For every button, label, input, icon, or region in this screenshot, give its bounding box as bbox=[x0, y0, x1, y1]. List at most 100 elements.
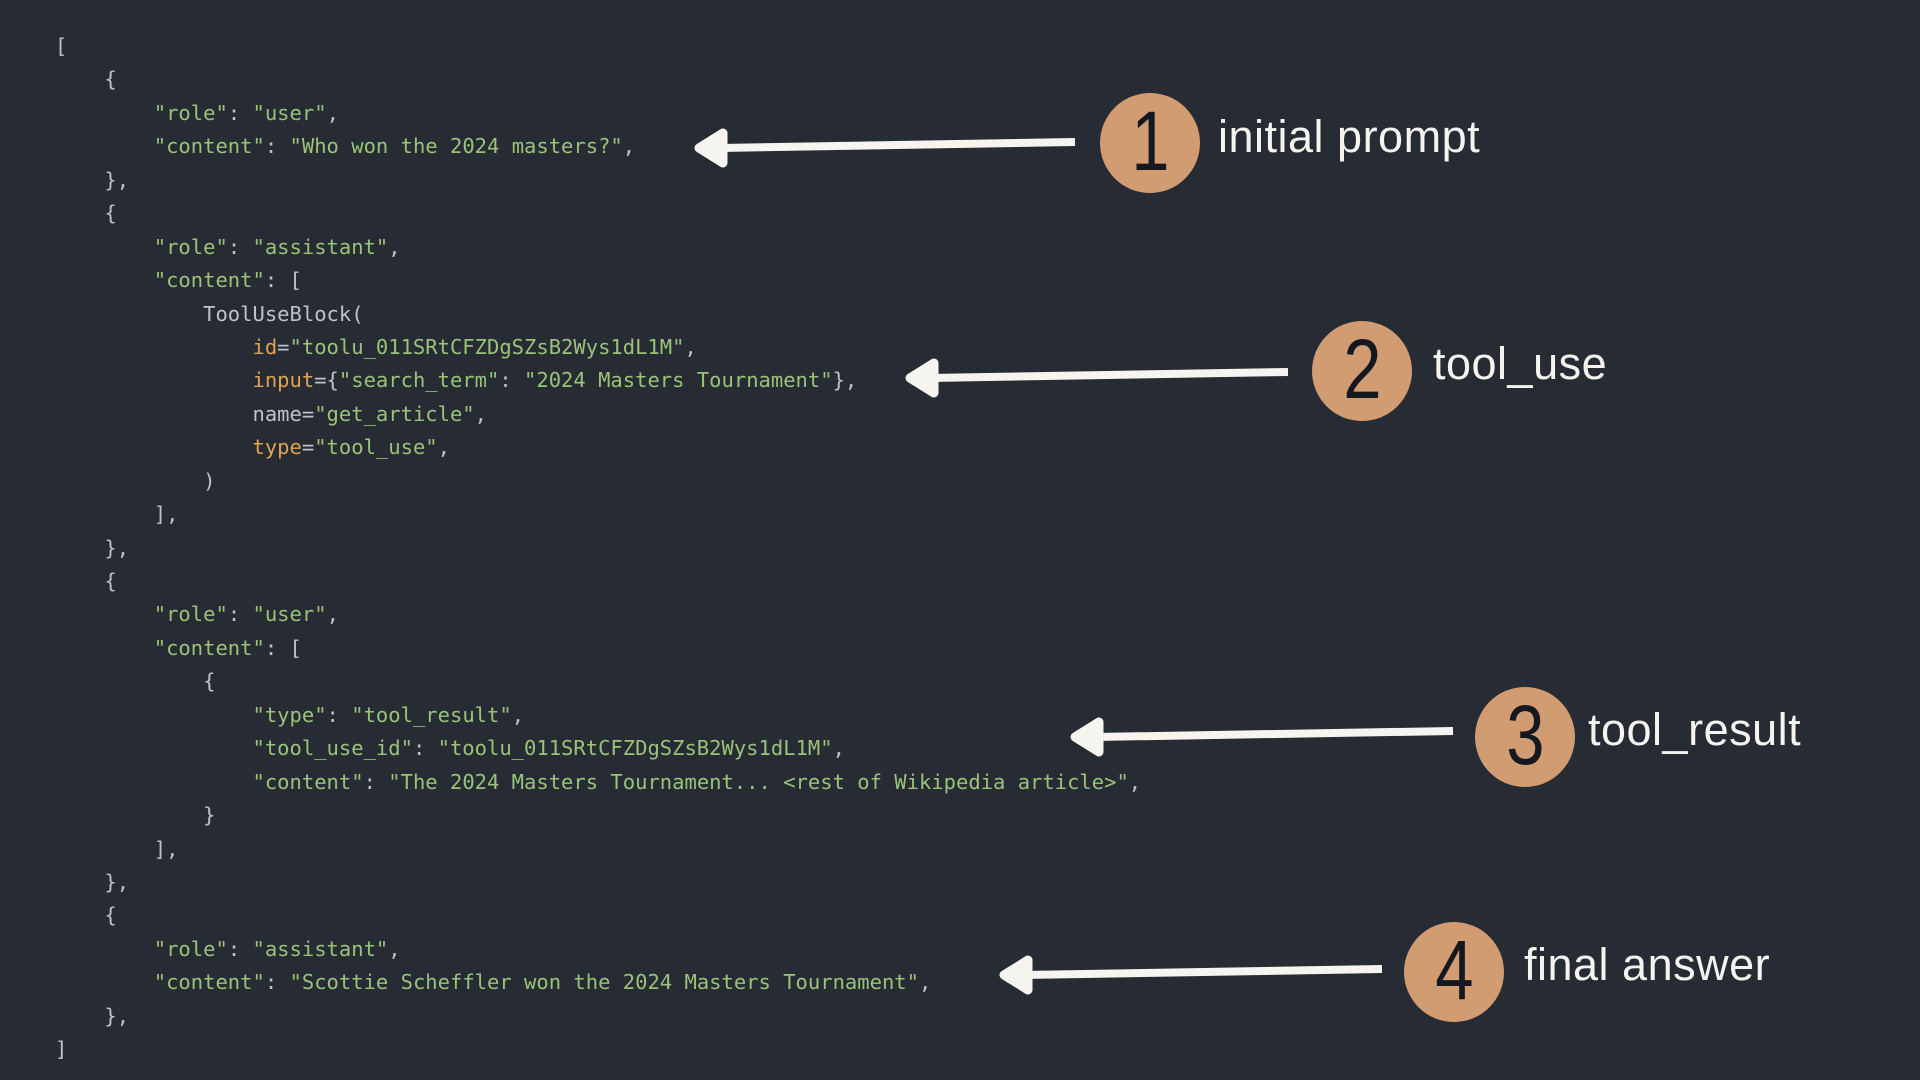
code-punctuation: { bbox=[104, 67, 117, 92]
code-listing: [ { "role": "user", "content": "Who won … bbox=[55, 30, 1141, 1067]
code-punctuation: : bbox=[363, 769, 389, 794]
code-punctuation: : bbox=[412, 736, 438, 761]
code-punctuation: ], bbox=[153, 836, 179, 861]
code-line: id="toolu_011SRtCFZDgSZsB2Wys1dL1M", bbox=[55, 331, 1141, 364]
code-punctuation: { bbox=[104, 201, 117, 226]
code-punctuation: , bbox=[474, 401, 487, 426]
arrow-icon bbox=[999, 955, 1383, 995]
code-line: "role": "user", bbox=[55, 97, 1141, 130]
arrow-icon bbox=[1070, 717, 1454, 757]
code-line: { bbox=[55, 63, 1141, 96]
code-punctuation: ToolUseBlock( bbox=[203, 301, 364, 326]
annotation-label-4: final answer bbox=[1524, 939, 1771, 990]
annotation-label-1: initial prompt bbox=[1218, 111, 1481, 162]
code-punctuation: : [ bbox=[264, 635, 302, 660]
annotation-number: 4 bbox=[1434, 923, 1474, 1017]
code-keyword: type bbox=[252, 435, 302, 460]
code-line: "content": "The 2024 Masters Tournament.… bbox=[55, 766, 1141, 799]
code-string: "tool_use" bbox=[314, 435, 438, 460]
annotation-number-badge-4: 4 bbox=[1404, 922, 1504, 1022]
code-punctuation: }, bbox=[104, 535, 130, 560]
annotation-number: 3 bbox=[1505, 688, 1545, 782]
code-punctuation: : bbox=[499, 368, 525, 393]
code-punctuation: , bbox=[388, 936, 401, 961]
code-punctuation: , bbox=[1128, 769, 1142, 794]
code-string: "Who won the 2024 masters?" bbox=[289, 134, 623, 159]
code-punctuation: ], bbox=[153, 502, 179, 527]
code-punctuation: , bbox=[388, 234, 401, 259]
code-punctuation: , bbox=[326, 602, 339, 627]
code-string: "content" bbox=[153, 134, 265, 159]
code-punctuation: = bbox=[277, 334, 290, 359]
annotation-label-3: tool_result bbox=[1588, 704, 1802, 755]
code-line: } bbox=[55, 799, 1141, 832]
code-punctuation: : bbox=[264, 134, 290, 159]
code-punctuation: : bbox=[227, 602, 253, 627]
code-punctuation: } bbox=[203, 803, 216, 828]
code-line: { bbox=[55, 197, 1141, 230]
code-line: "content": "Who won the 2024 masters?", bbox=[55, 130, 1141, 163]
annotation-label-2: tool_use bbox=[1433, 338, 1608, 389]
code-punctuation: }, bbox=[832, 368, 858, 393]
code-punctuation: name bbox=[252, 401, 302, 426]
code-punctuation: { bbox=[203, 669, 216, 694]
code-punctuation: }, bbox=[104, 869, 130, 894]
code-punctuation: ] bbox=[55, 1037, 68, 1062]
code-punctuation: : bbox=[227, 936, 253, 961]
code-punctuation: , bbox=[622, 134, 636, 159]
code-line: "content": "Scottie Scheffler won the 20… bbox=[55, 966, 1141, 999]
code-punctuation: [ bbox=[55, 34, 68, 58]
code-line: { bbox=[55, 565, 1141, 598]
code-line: { bbox=[55, 899, 1141, 932]
code-line: "tool_use_id": "toolu_011SRtCFZDgSZsB2Wy… bbox=[55, 732, 1141, 765]
code-punctuation: , bbox=[511, 702, 525, 727]
code-punctuation: }, bbox=[104, 167, 130, 192]
code-keyword: input bbox=[252, 368, 315, 393]
code-string: "assistant" bbox=[252, 234, 389, 259]
code-punctuation: ={ bbox=[314, 368, 339, 393]
code-line: name="get_article", bbox=[55, 398, 1141, 431]
code-line: { bbox=[55, 665, 1141, 698]
code-line: "content": [ bbox=[55, 632, 1141, 665]
code-string: "2024 Masters Tournament" bbox=[524, 368, 833, 393]
code-string: "toolu_011SRtCFZDgSZsB2Wys1dL1M" bbox=[289, 334, 685, 359]
code-string: "Scottie Scheffler won the 2024 Masters … bbox=[289, 970, 919, 995]
code-punctuation: , bbox=[918, 970, 932, 995]
code-line: "content": [ bbox=[55, 264, 1141, 297]
code-line: "type": "tool_result", bbox=[55, 699, 1141, 732]
code-line: }, bbox=[55, 866, 1141, 899]
code-string: "search_term" bbox=[338, 368, 500, 393]
code-string: "role" bbox=[153, 936, 228, 961]
code-line: [ bbox=[55, 30, 1141, 63]
annotation-number: 1 bbox=[1130, 94, 1170, 188]
code-punctuation: , bbox=[326, 100, 339, 125]
code-punctuation: = bbox=[301, 401, 315, 426]
code-string: "user" bbox=[252, 602, 327, 627]
arrow-icon bbox=[905, 358, 1289, 398]
annotation-number-badge-3: 3 bbox=[1475, 687, 1575, 787]
code-string: "content" bbox=[153, 635, 265, 660]
code-line: type="tool_use", bbox=[55, 431, 1141, 464]
code-string: "user" bbox=[252, 100, 327, 125]
code-line: ] bbox=[55, 1033, 1141, 1066]
code-string: "get_article" bbox=[314, 401, 475, 426]
code-string: "content" bbox=[153, 970, 265, 995]
code-string: "tool_result" bbox=[351, 702, 512, 727]
code-line: }, bbox=[55, 164, 1141, 197]
annotation-number-badge-2: 2 bbox=[1312, 321, 1412, 421]
code-string: "role" bbox=[153, 234, 228, 259]
code-punctuation: : bbox=[264, 970, 290, 995]
code-line: }, bbox=[55, 532, 1141, 565]
code-punctuation: : bbox=[326, 702, 352, 727]
code-keyword: id bbox=[252, 334, 278, 359]
code-punctuation: : bbox=[227, 234, 253, 259]
code-line: "role": "assistant", bbox=[55, 933, 1141, 966]
arrow-icon bbox=[694, 128, 1076, 168]
code-punctuation: = bbox=[301, 435, 315, 460]
annotation-number: 2 bbox=[1342, 322, 1382, 416]
code-punctuation: { bbox=[104, 903, 117, 928]
code-line: ], bbox=[55, 498, 1141, 531]
code-line: input={"search_term": "2024 Masters Tour… bbox=[55, 364, 1141, 397]
